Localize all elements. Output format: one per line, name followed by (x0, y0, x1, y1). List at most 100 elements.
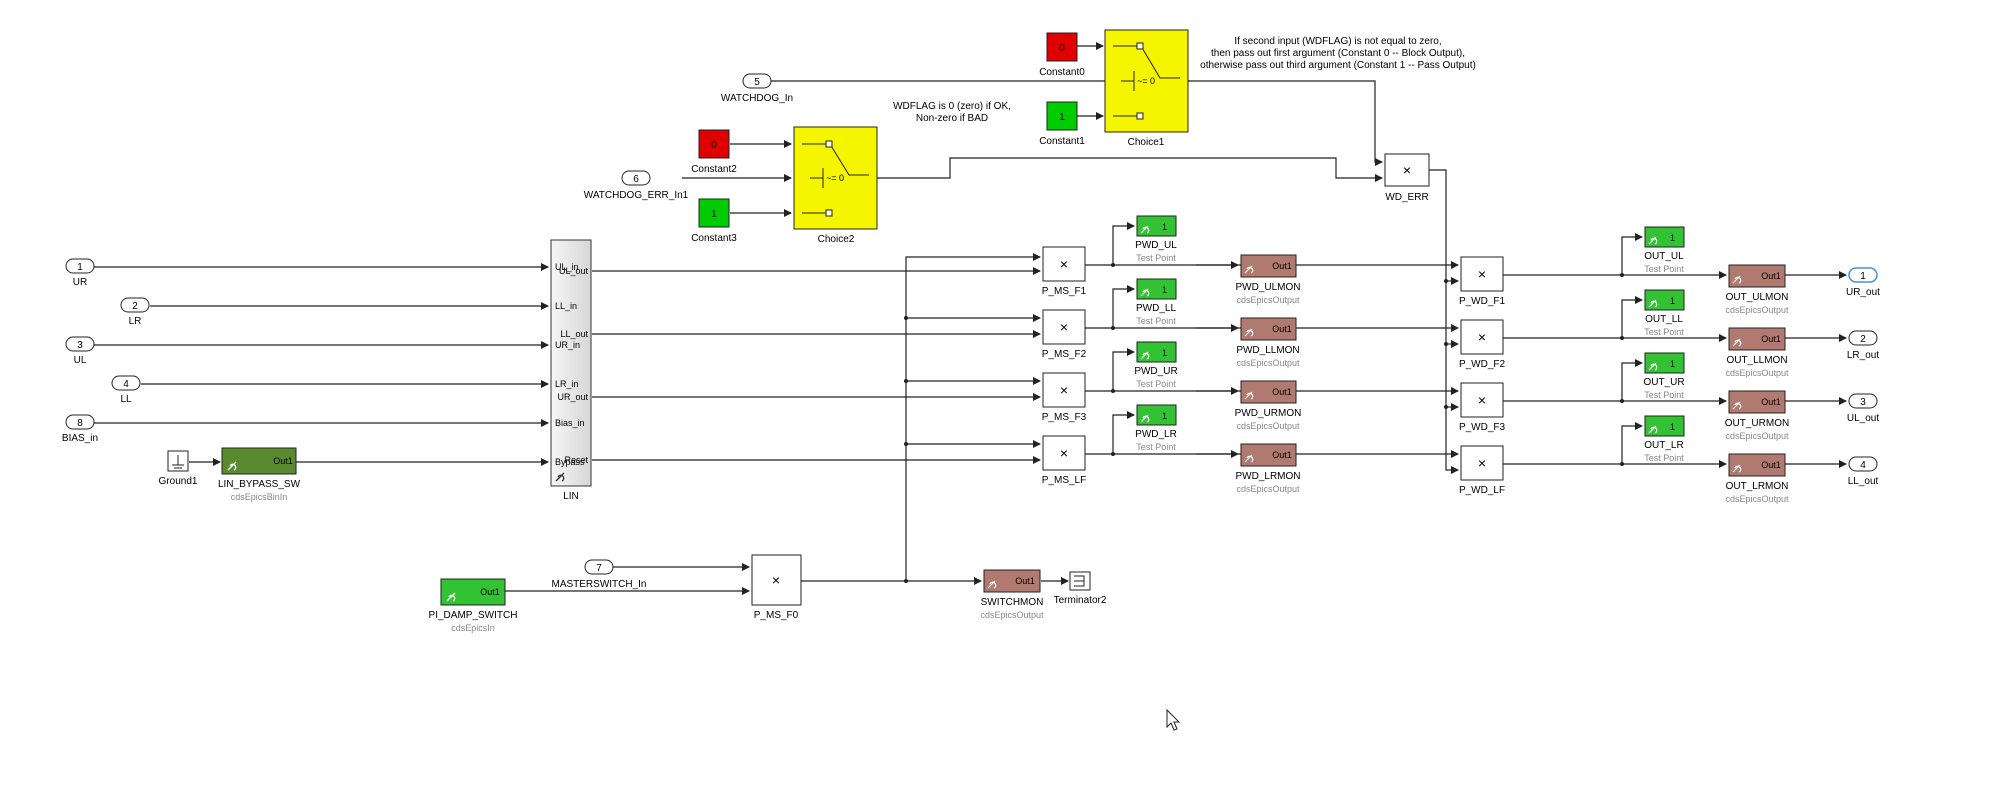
test-point-pwd-ur[interactable]: 1 PWD_UR Test Point (1134, 341, 1178, 389)
constant-value: 0 (711, 140, 717, 151)
signal-line[interactable] (1112, 285, 1135, 328)
link-icon (1244, 454, 1254, 463)
epics-output-pwd-lrmon[interactable]: Out1 PWD_LRMON cdsEpicsOutput (1235, 443, 1301, 494)
outport-body (1848, 330, 1878, 346)
lin-subsystem[interactable]: UL_in LL_in UR_in LR_in Bias_in Bypass U… (550, 239, 592, 502)
ground-label: Ground1 (159, 476, 198, 487)
signal-line[interactable] (1621, 296, 1643, 338)
inport-bias[interactable]: 8 BIAS_in (62, 414, 98, 444)
branch-dot (904, 379, 908, 383)
outport-ll-out[interactable]: 4 LL_out (1848, 456, 1879, 487)
inport-watchdog-err[interactable]: 6 WATCHDOG_ERR_In1 (584, 170, 689, 201)
constant-3[interactable]: 1 Constant3 (691, 198, 737, 244)
outport-lr-out[interactable]: 2 LR_out (1847, 330, 1879, 361)
signal-line[interactable] (1621, 359, 1643, 401)
constant-0[interactable]: 0 Constant0 (1039, 32, 1085, 78)
link-icon (1648, 425, 1658, 434)
product-wd-err[interactable]: × WD_ERR (1384, 153, 1430, 203)
test-point-out-ul[interactable]: 1 OUT_UL Test Point (1644, 226, 1685, 274)
epics-input-lin-bypass-sw[interactable]: Out1 LIN_BYPASS_SW cdsEpicsBinIn (218, 447, 301, 502)
inport-lr[interactable]: 2 LR (120, 297, 150, 327)
epics-output-out-lrmon[interactable]: Out1 OUT_LRMON cdsEpicsOutput (1725, 453, 1789, 504)
signal-line[interactable] (1621, 422, 1643, 464)
outport-number: 4 (1860, 460, 1866, 471)
lin-input-port: UL_in (555, 262, 579, 272)
signal-line[interactable] (1621, 233, 1643, 275)
test-point-pwd-ll[interactable]: 1 PWD_LL Test Point (1136, 278, 1177, 326)
inport-number: 6 (633, 174, 639, 185)
terminator-block[interactable]: Terminator2 (1054, 571, 1107, 606)
link-icon (1244, 265, 1254, 274)
inport-ur[interactable]: 1 UR (65, 258, 95, 288)
epics-output-body (1240, 254, 1297, 278)
branch-dot (1620, 336, 1624, 340)
inport-masterswitch[interactable]: 7 MASTERSWITCH_In (551, 559, 647, 590)
epics-output-body (1728, 327, 1786, 351)
product-p-wd-lf[interactable]: × P_WD_LF (1459, 445, 1505, 496)
epics-output-body (1240, 443, 1297, 467)
link-icon (227, 461, 237, 471)
epics-output-name: SWITCHMON (981, 597, 1044, 608)
product-body (1042, 246, 1086, 282)
epics-output-pwd-urmon[interactable]: Out1 PWD_URMON cdsEpicsOutput (1235, 380, 1302, 431)
outport-ul-out[interactable]: 3 UL_out (1847, 393, 1879, 424)
constant-body (1046, 101, 1078, 131)
product-body (1042, 372, 1086, 408)
product-body (1460, 382, 1504, 418)
test-point-body (1136, 341, 1177, 363)
product-p-ms-f3[interactable]: × P_MS_F3 (1042, 372, 1087, 423)
epics-output-pwd-ulmon[interactable]: Out1 PWD_ULMON cdsEpicsOutput (1235, 254, 1301, 305)
test-point-name: PWD_UL (1135, 240, 1177, 251)
test-point-name: PWD_LR (1135, 429, 1177, 440)
test-point-caption: Test Point (1644, 453, 1684, 463)
switch-choice2[interactable]: ~= 0 Choice2 (793, 126, 878, 245)
constant-label: Constant2 (691, 164, 737, 175)
constant-1[interactable]: 1 Constant1 (1039, 101, 1085, 147)
test-point-out-ur[interactable]: 1 OUT_UR Test Point (1643, 352, 1685, 400)
signal-line[interactable] (1112, 222, 1135, 265)
epics-output-name: PWD_ULMON (1235, 282, 1300, 293)
inport-ul[interactable]: 3 UL (65, 336, 95, 366)
epics-output-out-llmon[interactable]: Out1 OUT_LLMON cdsEpicsOutput (1725, 327, 1789, 378)
signal-line[interactable] (1429, 169, 1459, 474)
switch-choice1[interactable]: ~= 0 Choice1 (1104, 29, 1189, 148)
product-body (1042, 309, 1086, 345)
outport-ur-out[interactable]: 1 UR_out (1846, 267, 1880, 298)
inport-ll[interactable]: 4 LL (111, 375, 141, 405)
test-point-name: PWD_UR (1134, 366, 1177, 377)
signal-line[interactable] (770, 80, 1383, 166)
epics-output-port: Out1 (1272, 450, 1292, 460)
test-point-pwd-ul[interactable]: 1 PWD_UL Test Point (1135, 215, 1177, 263)
test-point-name: OUT_UR (1643, 377, 1684, 388)
constant-2[interactable]: 0 Constant2 (691, 129, 737, 175)
test-point-pwd-lr[interactable]: 1 PWD_LR Test Point (1135, 404, 1177, 452)
signal-line[interactable] (877, 157, 1383, 182)
epics-output-out-urmon[interactable]: Out1 OUT_URMON cdsEpicsOutput (1725, 390, 1789, 441)
product-p-ms-lf[interactable]: × P_MS_LF (1042, 435, 1086, 486)
product-symbol: × (1060, 256, 1068, 272)
product-body (1460, 256, 1504, 292)
signal-line[interactable] (1112, 348, 1135, 391)
product-p-ms-f0[interactable]: × P_MS_F0 (751, 554, 802, 621)
test-point-out-lr[interactable]: 1 OUT_LR Test Point (1644, 415, 1685, 463)
epics-output-pwd-llmon[interactable]: Out1 PWD_LLMON cdsEpicsOutput (1236, 317, 1300, 368)
branch-dot (1111, 326, 1115, 330)
outport-body (1848, 393, 1878, 409)
product-p-wd-f2[interactable]: × P_WD_F2 (1459, 319, 1506, 370)
epics-input-pi-damp-switch[interactable]: Out1 PI_DAMP_SWITCH cdsEpicsIn (429, 578, 518, 633)
test-point-out-ll[interactable]: 1 OUT_LL Test Point (1644, 289, 1685, 337)
signal-line[interactable] (1112, 411, 1135, 454)
epics-output-switchmon[interactable]: Out1 SWITCHMON cdsEpicsOutput (980, 569, 1044, 620)
product-p-ms-f2[interactable]: × P_MS_F2 (1042, 309, 1087, 360)
epics-output-out-ulmon[interactable]: Out1 OUT_ULMON cdsEpicsOutput (1725, 264, 1789, 315)
epics-output-name: OUT_LRMON (1726, 481, 1789, 492)
inport-label: MASTERSWITCH_In (551, 579, 646, 590)
constant-label: Constant3 (691, 233, 737, 244)
product-p-wd-f3[interactable]: × P_WD_F3 (1459, 382, 1506, 433)
signal-line[interactable] (905, 253, 1041, 581)
ground-block[interactable]: Ground1 (159, 450, 198, 487)
product-p-wd-f1[interactable]: × P_WD_F1 (1459, 256, 1506, 307)
switch-contact (825, 209, 833, 217)
product-p-ms-f1[interactable]: × P_MS_F1 (1042, 246, 1087, 297)
inport-watchdog[interactable]: 5 WATCHDOG_In (721, 73, 793, 104)
